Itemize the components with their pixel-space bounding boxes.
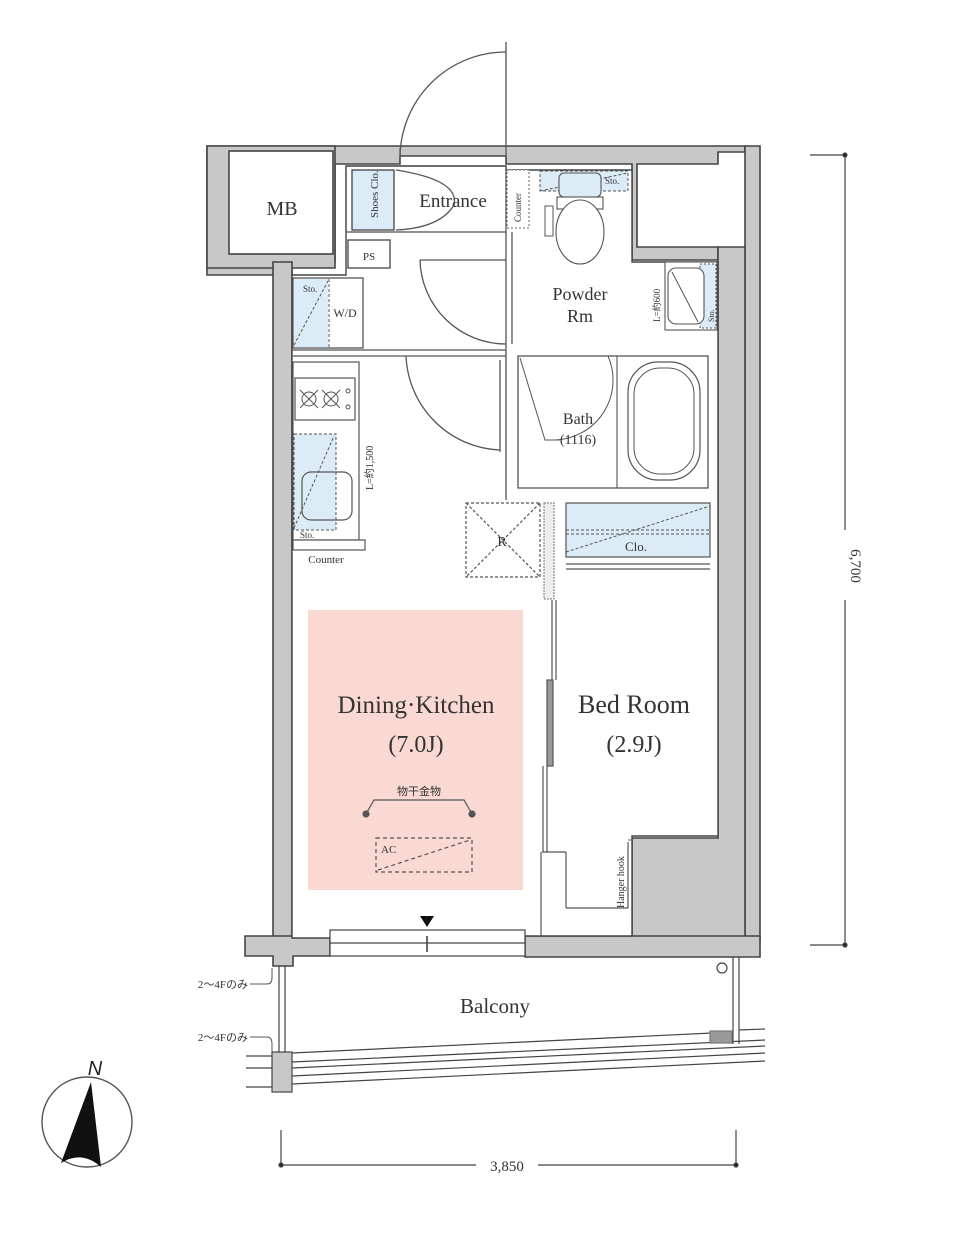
stove-icon: [294, 377, 356, 421]
powder-label-2: Rm: [567, 306, 593, 326]
balcony-window: [329, 929, 526, 957]
compass-label: N: [88, 1058, 103, 1080]
fridge-label: R: [497, 535, 507, 550]
washbasin-icon: [667, 267, 705, 325]
north-compass-icon: [41, 1076, 133, 1168]
ac-label: AC: [381, 844, 396, 856]
entrance-label: Entrance: [419, 191, 487, 212]
toilet-sto-label: Sto.: [605, 176, 619, 186]
ac-unit-icon: [375, 837, 473, 873]
mb-room: [228, 150, 334, 255]
dimension-height-label: 6,700: [847, 549, 863, 583]
toilet-bowl-icon: [555, 199, 605, 265]
entrance-counter-label: Counter: [513, 193, 523, 222]
bath-size-label: (1116): [560, 433, 597, 448]
dining-kitchen-label: Dining·Kitchen: [338, 692, 495, 719]
shoes-closet-label: Shoes Clo.: [369, 170, 381, 218]
wd-sto-label: Sto.: [303, 284, 317, 294]
shoes-closet: [351, 169, 395, 231]
dimension-height: [810, 152, 848, 948]
counter-label: Counter: [308, 554, 344, 566]
bed-room-size: (2.9J): [606, 732, 661, 758]
fridge-space: [465, 502, 541, 578]
wd-label: W/D: [333, 306, 357, 320]
dimension-width: [278, 1130, 739, 1168]
powder-label-1: Powder: [553, 284, 608, 304]
drying-rack-icon: [362, 799, 476, 818]
washbasin-sto-label: Sto.: [707, 309, 716, 322]
bath-room: Bath (1116): [517, 355, 709, 489]
mb-label: MB: [266, 198, 297, 220]
bedroom-sliding-door: [540, 600, 629, 936]
hall: [292, 232, 513, 500]
closet-label: Clo.: [625, 539, 647, 554]
closet: Clo.: [565, 502, 711, 570]
powder-room: Sto. Powder Rm L=約600 Sto.: [539, 170, 718, 331]
toilet-tank-icon: [558, 172, 602, 198]
pipe-space: [347, 239, 391, 269]
floor-note-upper: 2～4Fのみ: [198, 978, 248, 991]
balcony: [246, 957, 766, 1093]
bath-label: Bath: [563, 411, 593, 428]
washbasin-length-label: L=約600: [651, 288, 662, 322]
kitchen-length-label: L=約1,500: [363, 446, 376, 490]
balcony-label: Balcony: [460, 994, 530, 1018]
entrance-area: [345, 42, 507, 233]
hanger-hook-label: Hanger hook: [616, 856, 627, 908]
entrance-counter: [506, 169, 530, 229]
kitchen-sto-label: Sto.: [300, 530, 314, 540]
dining-kitchen-size: (7.0J): [388, 732, 443, 758]
dining-kitchen-highlight: [308, 610, 523, 890]
bathtub-icon: [627, 361, 701, 481]
window-marker-icon: [420, 916, 434, 927]
bed-room-label: Bed Room: [578, 690, 690, 719]
kitchen-counter: Sto. L=約1,500 Counter: [292, 361, 376, 566]
dimension-width-label: 3,850: [490, 1159, 524, 1175]
floor-notes: [250, 968, 273, 1052]
drying-rack-label: 物干金物: [397, 784, 441, 798]
floor-note-lower: 2～4Fのみ: [198, 1031, 248, 1044]
sink-icon: [301, 471, 353, 521]
ps-label: PS: [363, 251, 375, 263]
